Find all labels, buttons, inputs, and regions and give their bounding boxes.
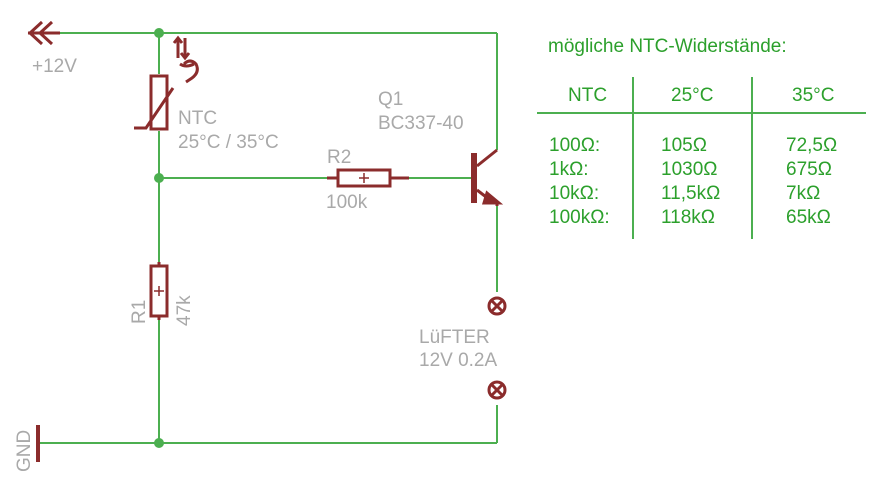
table-cell: 100kΩ: xyxy=(549,207,610,228)
ntc-table: mögliche NTC-Widerstände: NTC 25°C 35°C … xyxy=(537,36,866,239)
table-cell: 11,5kΩ xyxy=(661,183,720,204)
table-header-35c: 35°C xyxy=(792,85,834,106)
junction-dot xyxy=(154,438,164,448)
table-cell: 1kΩ: xyxy=(549,159,589,180)
ntc-name-label: NTC xyxy=(178,108,217,129)
junctions xyxy=(154,28,164,448)
r1-name-label: R1 xyxy=(129,300,150,324)
table-title: mögliche NTC-Widerstände: xyxy=(548,36,787,57)
wires xyxy=(38,32,498,444)
table-cell: 10kΩ: xyxy=(549,183,599,204)
supply-label: +12V xyxy=(32,56,77,77)
table-cell: 105Ω xyxy=(661,135,707,156)
junction-dot xyxy=(154,28,164,38)
r1-value-label: 47k xyxy=(174,295,195,326)
r2-value-label: 100k xyxy=(326,192,368,213)
r2-name-label: R2 xyxy=(327,147,351,168)
table-cell: 7kΩ xyxy=(786,183,820,204)
table-cell: 1030Ω xyxy=(661,159,717,180)
fan-rating-label: 12V 0.2A xyxy=(419,350,497,371)
fan-terminal-icon xyxy=(487,380,507,400)
table-cell: 72,5Ω xyxy=(786,135,837,156)
ntc-temps-label: 25°C / 35°C xyxy=(178,132,279,153)
ground-label: GND xyxy=(14,430,35,472)
fan-name-label: LüFTER xyxy=(419,327,490,348)
supply-symbol-icon xyxy=(27,20,60,46)
table-cell: 100Ω: xyxy=(549,135,600,156)
resistor-r1 xyxy=(149,262,169,320)
transistor-q1 xyxy=(471,148,504,206)
table-header-ntc: NTC xyxy=(568,85,607,106)
resistor-r2 xyxy=(327,168,409,188)
table-cell: 675Ω xyxy=(786,159,832,180)
table-cell: 118kΩ xyxy=(661,207,715,228)
q1-value-label: BC337-40 xyxy=(378,113,464,134)
ntc-thermistor xyxy=(134,35,199,131)
q1-name-label: Q1 xyxy=(378,89,403,110)
table-cell: 65kΩ xyxy=(786,207,831,228)
junction-dot xyxy=(154,173,164,183)
fan-terminal-icon xyxy=(487,296,507,316)
table-header-25c: 25°C xyxy=(671,85,713,106)
